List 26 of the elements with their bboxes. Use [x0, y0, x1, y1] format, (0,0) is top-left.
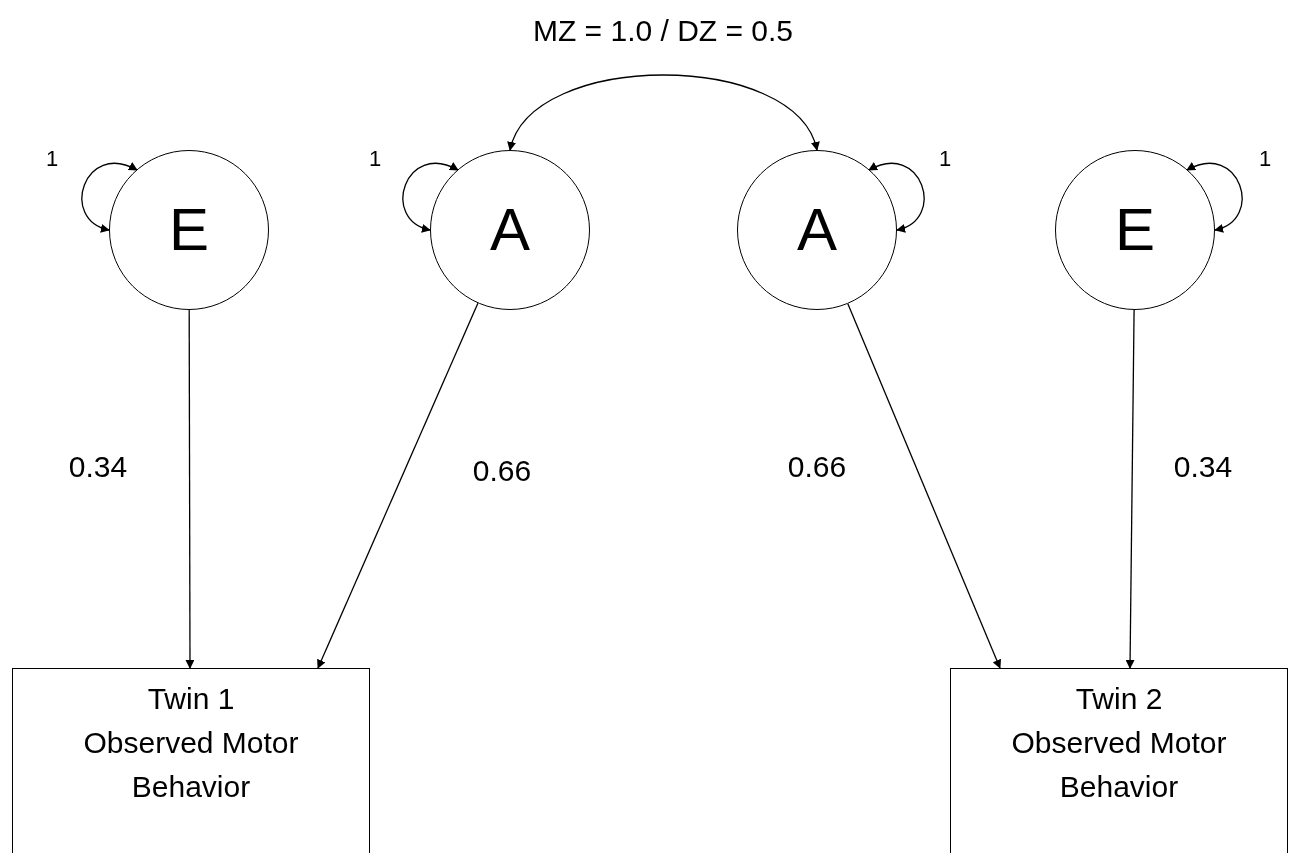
self-loop-arrow — [402, 162, 459, 232]
variable-label: Twin 1 Observed Motor Behavior — [82, 681, 300, 805]
edge-label: 0.34 — [68, 448, 128, 485]
edge-label: MZ = 1.0 / DZ = 0.5 — [532, 12, 794, 49]
self-loop-arrow — [1186, 162, 1243, 232]
edge-label: 1 — [938, 144, 952, 173]
variable-label: Twin 2 Observed Motor Behavior — [1010, 681, 1228, 805]
edge-label: 0.66 — [787, 448, 847, 485]
edge-label: 1 — [45, 144, 59, 173]
arrow — [317, 302, 479, 669]
self-loop-arrow — [868, 162, 925, 232]
variable-label: E — [169, 200, 209, 260]
observed-box — [950, 668, 1288, 853]
edge-label: 1 — [1258, 144, 1272, 173]
self-loop-arrow — [81, 162, 138, 232]
variable-label: E — [1115, 200, 1155, 260]
curved-arrow — [509, 74, 818, 151]
arrow — [847, 303, 1002, 669]
variable-label: A — [797, 200, 837, 260]
edge-label: 0.66 — [472, 452, 532, 489]
arrow — [1125, 309, 1135, 669]
variable-label: A — [490, 200, 530, 260]
edge-label: 0.34 — [1173, 448, 1233, 485]
edge-label: 1 — [368, 144, 382, 173]
observed-box — [12, 668, 370, 853]
arrow — [185, 309, 195, 669]
